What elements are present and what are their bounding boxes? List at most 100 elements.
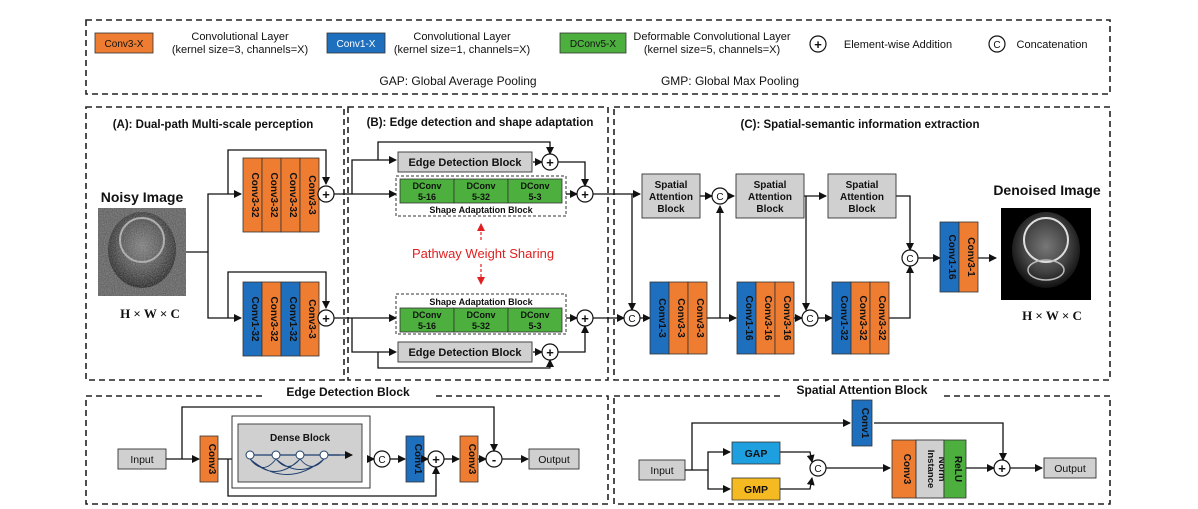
attention-block-3-line2: Attention — [840, 192, 884, 203]
panel-b-bottom-add-symbol: + — [581, 311, 589, 326]
dconv-top-2-size: 5-32 — [472, 192, 490, 202]
attention-detail-conv1-label: Conv1 — [859, 408, 870, 439]
edge-bottom-add-icon — [541, 343, 559, 361]
noisy-image-title: Noisy Image — [101, 189, 184, 205]
top-stack-layer-2: Conv3-32 — [268, 172, 279, 217]
bottom-stack-layer-1: Conv1-32 — [249, 296, 260, 341]
legend-conv3-tag: Conv3-X — [105, 39, 144, 50]
attention-detail-output — [1043, 457, 1097, 479]
legend-conv1-tag: Conv1-X — [337, 39, 376, 50]
stack1-layer-2: Conv3-3 — [675, 298, 686, 338]
legend: Conv3-X Convolutional Layer (kernel size… — [85, 19, 1111, 95]
dconv-bottom-2-size: 5-32 — [472, 321, 490, 331]
attention-detail-output-label: Output — [1054, 463, 1086, 475]
edge-detail-conv1-label: Conv1 — [412, 444, 423, 475]
edge-detail-concat-symbol: C — [378, 455, 385, 466]
panel-a-bottom-add-symbol: + — [322, 311, 330, 326]
attention-detail-add-symbol: + — [998, 461, 1006, 476]
attention-detail-add-icon — [993, 459, 1011, 477]
legend-conv3-desc2: (kernel size=3, channels=X) — [172, 44, 308, 56]
stack2-layer-2: Conv3-16 — [762, 295, 773, 340]
panel-c-title: (C): Spatial-semantic information extrac… — [741, 119, 980, 131]
edge-detail-conv3b-label: Conv3 — [466, 444, 477, 475]
edge-detail-conv3a-label: Conv3 — [206, 444, 217, 475]
panel-a-frame — [85, 106, 345, 381]
legend-conv1-desc2: (kernel size=1, channels=X) — [394, 44, 530, 56]
edge-top-add-icon — [541, 153, 559, 171]
attention-detail-frame — [613, 395, 1111, 505]
panel-c-concat-final-icon — [901, 249, 919, 267]
attention-block-1-line1: Spatial — [655, 180, 688, 191]
panel-c: (C): Spatial-semantic information extrac… — [593, 106, 1111, 381]
dconv-top-1-name: DConv — [413, 181, 442, 191]
dconv-bottom-3-size: 5-3 — [528, 321, 541, 331]
panel-a-top-add-symbol: + — [322, 187, 330, 202]
panel-a-bottom-stack: Conv1-32 Conv3-32 Conv1-32 Conv3-3 — [242, 281, 320, 357]
dconv-top-1-size: 5-16 — [418, 192, 436, 202]
bottom-stack-layer-2: Conv3-32 — [268, 296, 279, 341]
attention-block-1-line2: Attention — [649, 192, 693, 203]
bottom-stack-layer-3: Conv1-32 — [287, 296, 298, 341]
legend-frame — [85, 19, 1111, 95]
edge-block-top-label: Edge Detection Block — [408, 157, 522, 169]
edge-detail-output — [528, 448, 580, 470]
legend-conv3-desc1: Convolutional Layer — [191, 31, 289, 43]
dconv-top-3-name: DConv — [521, 181, 550, 191]
legend-dconv-tag: DConv5-X — [570, 39, 616, 50]
top-stack-layer-1: Conv3-32 — [249, 172, 260, 217]
dconv-bottom-1-name: DConv — [413, 310, 442, 320]
edge-detail-input-label: Input — [130, 454, 153, 466]
panel-c-concat-2-icon — [801, 309, 819, 327]
instance-norm-line1: Instance — [925, 450, 936, 489]
attention-block-1 — [641, 173, 701, 219]
legend-add-icon — [809, 35, 827, 53]
legend-dconv-desc2: (kernel size=5, channels=X) — [644, 44, 780, 56]
edge-top-add-symbol: + — [546, 155, 554, 170]
legend-gap-label: GAP: Global Average Pooling — [379, 74, 536, 88]
edge-detection-detail: Edge Detection Block Input Conv3 Dense B… — [85, 384, 609, 505]
bottom-stack-layer-4: Conv3-3 — [306, 299, 317, 339]
relu-block — [943, 439, 967, 499]
dconv-top-2-name: DConv — [467, 181, 496, 191]
noisy-image-dims: H × W × C — [120, 306, 180, 321]
stack3-layer-2: Conv3-32 — [857, 295, 868, 340]
final-stack-layer-2: Conv3-1 — [965, 237, 976, 277]
shape-block-top-label: Shape Adaptation Block — [429, 205, 533, 215]
gap-block-label: GAP — [745, 448, 768, 460]
panel-a: (A): Dual-path Multi-scale perception No… — [85, 106, 345, 381]
pathway-weight-sharing: Pathway Weight Sharing — [412, 246, 554, 261]
stack2-layer-1: Conv1-16 — [743, 295, 754, 340]
legend-concat-symbol: C — [993, 40, 1000, 51]
attention-detail-title: Spatial Attention Block — [797, 383, 928, 397]
stack1-layer-1: Conv1-3 — [656, 298, 667, 338]
relu-block-label: ReLU — [952, 456, 963, 482]
panel-b-frame — [347, 106, 609, 381]
legend-conv1-desc1: Convolutional Layer — [413, 31, 511, 43]
edge-bottom-add-symbol: + — [546, 345, 554, 360]
panel-c-concat-0-symbol: C — [628, 314, 635, 325]
attention-block-3 — [827, 173, 897, 219]
top-stack-layer-3: Conv3-32 — [287, 172, 298, 217]
edge-detail-add-symbol: + — [432, 452, 440, 467]
attention-block-2-line3: Block — [756, 204, 784, 215]
attention-block-2-line1: Spatial — [754, 180, 787, 191]
legend-concat-icon — [988, 35, 1006, 53]
instance-norm-line2: Norm — [936, 457, 947, 482]
legend-concat-label: Concatenation — [1017, 39, 1088, 51]
panel-c-concat-1-symbol: C — [716, 192, 723, 203]
attention-detail-concat-icon — [809, 459, 827, 477]
gmp-block — [731, 477, 781, 501]
legend-dconv-swatch — [559, 32, 627, 54]
attention-detail-input-label: Input — [650, 465, 673, 477]
attention-block-2-line2: Attention — [748, 192, 792, 203]
dconv-bottom-1-size: 5-16 — [418, 321, 436, 331]
legend-add-label: Element-wise Addition — [844, 39, 952, 51]
denoised-image-title: Denoised Image — [993, 182, 1101, 198]
panel-b: (B): Edge detection and shape adaptation… — [334, 106, 609, 381]
legend-conv3-swatch — [94, 32, 154, 54]
dconv-bottom-2-name: DConv — [467, 310, 496, 320]
legend-gmp-label: GMP: Global Max Pooling — [661, 74, 799, 88]
shape-block-bottom-label: Shape Adaptation Block — [429, 297, 533, 307]
instance-norm-block — [915, 439, 945, 499]
